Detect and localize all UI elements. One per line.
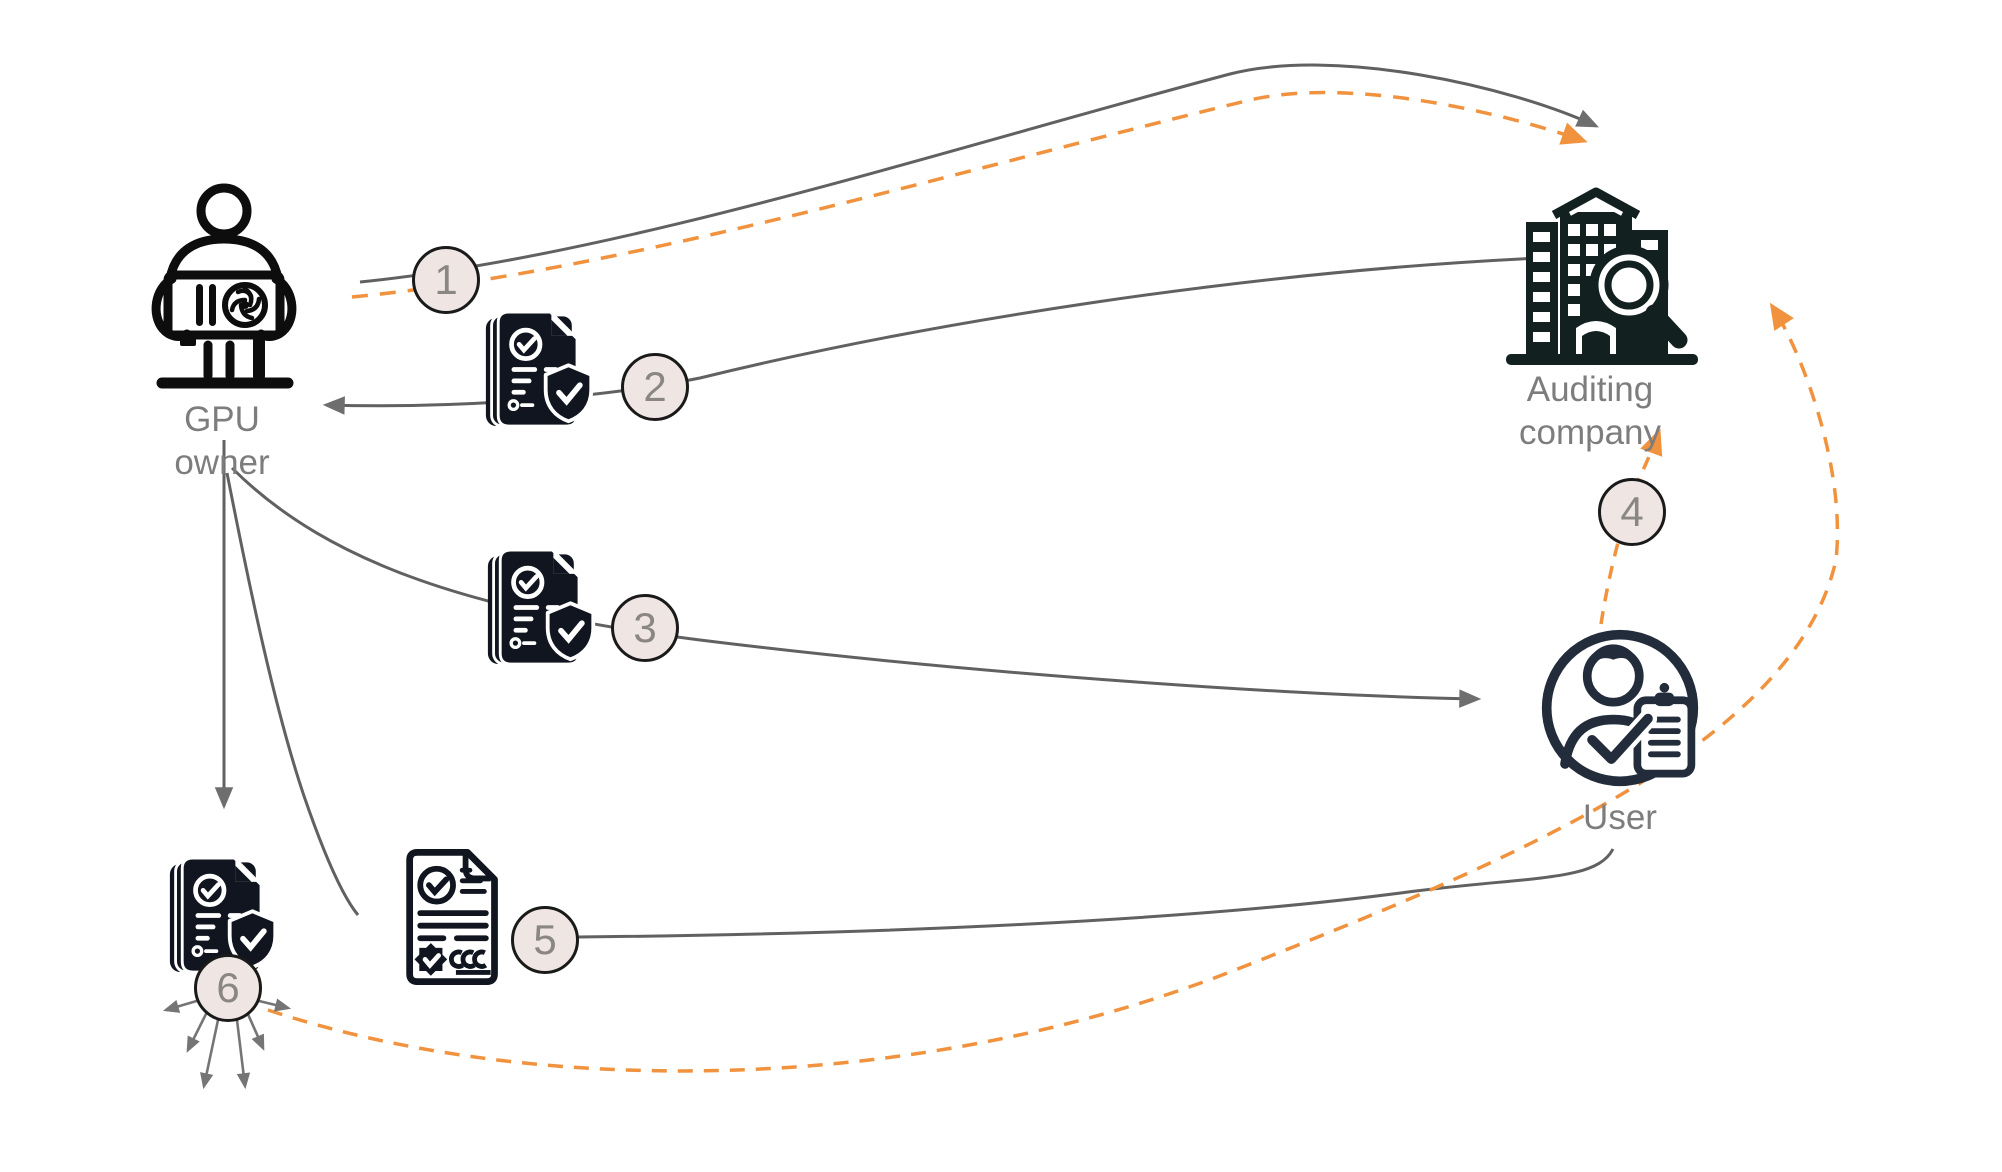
certificate-document-icon-step5 (400, 848, 508, 986)
broadcast-fan-arrows (162, 998, 292, 1090)
step-number: 3 (633, 604, 657, 651)
step-circle-3: 3 (611, 594, 679, 662)
step-circle-4: 4 (1598, 478, 1666, 546)
arrow-1-dashed-line (351, 90, 1588, 299)
arrow-2-solid-line (322, 256, 1541, 415)
step-circle-5: 5 (511, 906, 579, 974)
user-icon (1538, 626, 1702, 790)
step-circle-1: 1 (412, 246, 480, 314)
arrow-1-solid-line (359, 63, 1599, 284)
attested-document-with-shield-icon-step6 (168, 854, 280, 978)
auditing-company-icon (1502, 186, 1702, 368)
user-label: User (1583, 798, 1657, 837)
step-number: 5 (533, 916, 557, 963)
step-circle-2: 2 (621, 353, 689, 421)
attested-document-with-shield-icon-step3 (486, 546, 598, 670)
step-number: 4 (1620, 488, 1644, 535)
arrow-3-solid-line (230, 466, 1482, 708)
gpu-owner-icon (142, 182, 302, 397)
step-number: 2 (643, 363, 667, 410)
gpu-owner-label: GPU owner (174, 400, 270, 483)
step-circle-6: 6 (194, 954, 262, 1022)
owner-to-certificate-line (225, 472, 360, 916)
arrow-6-dashed-line (267, 302, 1840, 1073)
certificate-to-user-line (577, 848, 1615, 939)
step-number: 6 (216, 964, 240, 1011)
step-number: 1 (434, 256, 458, 303)
attested-document-with-shield-icon-step2 (484, 308, 596, 432)
auditing-company-label: Auditing company (1518, 370, 1662, 453)
